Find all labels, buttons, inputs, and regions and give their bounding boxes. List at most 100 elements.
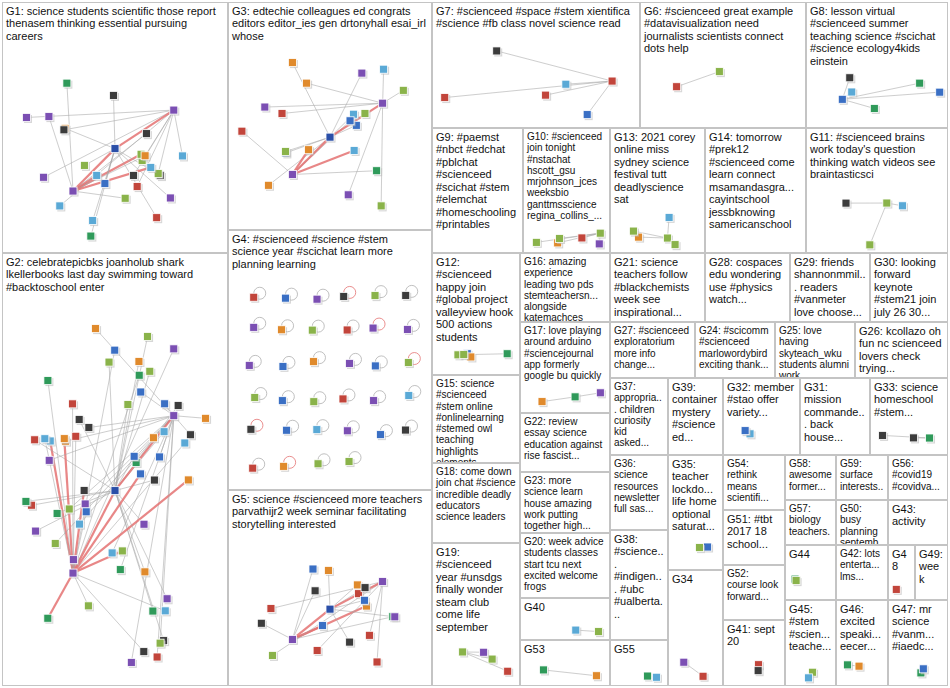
group-label: G34 — [669, 571, 722, 587]
group-panel: G8: lesson virtual #scienceed summer tea… — [806, 2, 948, 128]
group-label: G30: looking forward keynote #stem21 joi… — [871, 254, 947, 320]
vertex-icon — [92, 325, 100, 333]
group-panel: G54: rethink means scientifi... — [723, 455, 785, 510]
vertex-icon — [309, 358, 317, 366]
group-label: G53 — [521, 641, 609, 657]
group-label: G14: tomorrow #prek12 #scienceed come le… — [706, 129, 805, 232]
vertex-icon — [842, 199, 850, 207]
vertex-icon — [310, 398, 318, 406]
vertex-icon — [69, 187, 77, 195]
group-panel: G6: #scienceed great example #datavisual… — [640, 2, 806, 128]
group-label: G58: awesome former... — [786, 456, 835, 494]
group-label: G25: love having skyteach_wku students a… — [776, 323, 854, 378]
group-label: G27: #scienceed exploratorium more info … — [611, 323, 694, 372]
group-vertices — [454, 350, 513, 363]
group-panel: G52: course look forward... — [723, 565, 785, 620]
group-panel: G22: review essay science education agai… — [520, 413, 610, 472]
group-vertices — [572, 626, 604, 637]
tie-line — [79, 416, 173, 524]
tie-line — [73, 149, 115, 191]
vertex-icon — [480, 648, 488, 656]
group-vertices — [842, 199, 908, 250]
group-label: G38: #science... #indigen... #ubc #ualbe… — [611, 531, 667, 622]
vertex-icon — [111, 487, 119, 495]
group-panel: G10: #scienceed join tonight #nstachat h… — [523, 128, 610, 253]
vertex-icon — [326, 133, 334, 141]
tie-line — [846, 203, 887, 204]
vertex-icon — [140, 648, 148, 656]
vertex-icon — [22, 497, 30, 505]
group-panel: G43: activity — [888, 500, 948, 545]
group-panel: G30: looking forward keynote #stem21 joi… — [870, 253, 948, 322]
group-panel: G55 — [610, 640, 668, 686]
group-label: G46: excited speaki... eecer... — [837, 601, 887, 655]
tie-line — [72, 404, 73, 573]
vertex-icon — [538, 398, 546, 406]
vertex-icon — [156, 639, 164, 647]
tie-line — [677, 72, 720, 87]
vertex-icon — [369, 324, 377, 332]
vertex-icon — [377, 202, 385, 210]
group-panel: G51: #tbt 2017 18 school... — [723, 510, 785, 565]
vertex-icon — [149, 434, 157, 442]
vertex-icon — [278, 397, 286, 405]
vertex-icon — [137, 388, 145, 396]
group-panel: G33: science homeschool #stem... — [870, 378, 948, 455]
vertex-icon — [186, 431, 194, 439]
tie-line — [273, 582, 383, 656]
vertex-icon — [346, 117, 354, 125]
vertex-icon — [370, 397, 378, 405]
vertex-icon — [118, 547, 126, 555]
group-vertices — [629, 213, 680, 250]
vertex-icon — [267, 605, 275, 613]
tie-line — [115, 336, 148, 490]
group-panel: G11: #scienceed brains work today's ques… — [806, 128, 948, 253]
group-panel: G49: week — [915, 545, 948, 600]
group-panel: G58: awesome former... — [785, 455, 836, 500]
group-label: G10: #scienceed join tonight #nstachat h… — [524, 129, 609, 223]
vertex-icon — [108, 549, 116, 557]
group-label: G11: #scienceed brains work today's ques… — [807, 129, 947, 183]
group-panel: G27: #scienceed exploratorium more info … — [610, 322, 695, 378]
tie-line — [292, 591, 315, 640]
vertex-icon — [741, 427, 749, 435]
group-panel: G41: sept 20 — [723, 620, 785, 686]
group-label: G16: amazing experience leading two pds … — [521, 254, 609, 322]
vertex-icon — [170, 412, 178, 420]
vertex-icon — [404, 359, 412, 367]
group-label: G57: biology teachers... — [786, 501, 835, 545]
vertex-icon — [161, 400, 169, 408]
vertex-icon — [391, 613, 399, 621]
tie-line — [60, 110, 174, 206]
group-panel: G50: busy planning septemb... — [836, 500, 888, 545]
group-label: G13: 2021 corey online miss sydney scien… — [611, 129, 704, 208]
vertex-icon — [879, 431, 887, 439]
vertex-icon — [345, 458, 353, 466]
group-panel: G25: love having skyteach_wku students a… — [775, 322, 855, 378]
tie-line — [113, 95, 115, 148]
vertex-icon — [680, 658, 688, 666]
group-label: G41: sept 20 — [724, 621, 784, 650]
tie-line — [269, 137, 330, 185]
vertex-icon — [595, 240, 603, 248]
vertex-icon — [608, 77, 616, 85]
tie-line — [546, 81, 612, 95]
group-panel: G47: mr science #vanm... #iaedc... — [888, 600, 948, 686]
vertex-icon — [161, 607, 169, 615]
vertex-icon — [142, 130, 150, 138]
vertex-icon — [32, 527, 40, 535]
group-vertices — [673, 68, 725, 93]
vertex-icon — [313, 647, 321, 655]
group-panel: G18: come down join chat #science incred… — [432, 463, 520, 543]
vertex-icon — [313, 426, 321, 434]
tie-line — [115, 491, 145, 572]
vertex-icon — [69, 400, 77, 408]
vertex-icon — [629, 227, 637, 235]
vertex-icon — [919, 665, 927, 673]
group-label: G29: friends shannonmmil... readers #van… — [791, 254, 869, 320]
vertex-icon — [843, 661, 851, 669]
vertex-icon — [542, 91, 550, 99]
group-panel: G57: biology teachers... — [785, 500, 836, 545]
tie-line — [330, 582, 383, 610]
vertex-icon — [324, 566, 332, 574]
